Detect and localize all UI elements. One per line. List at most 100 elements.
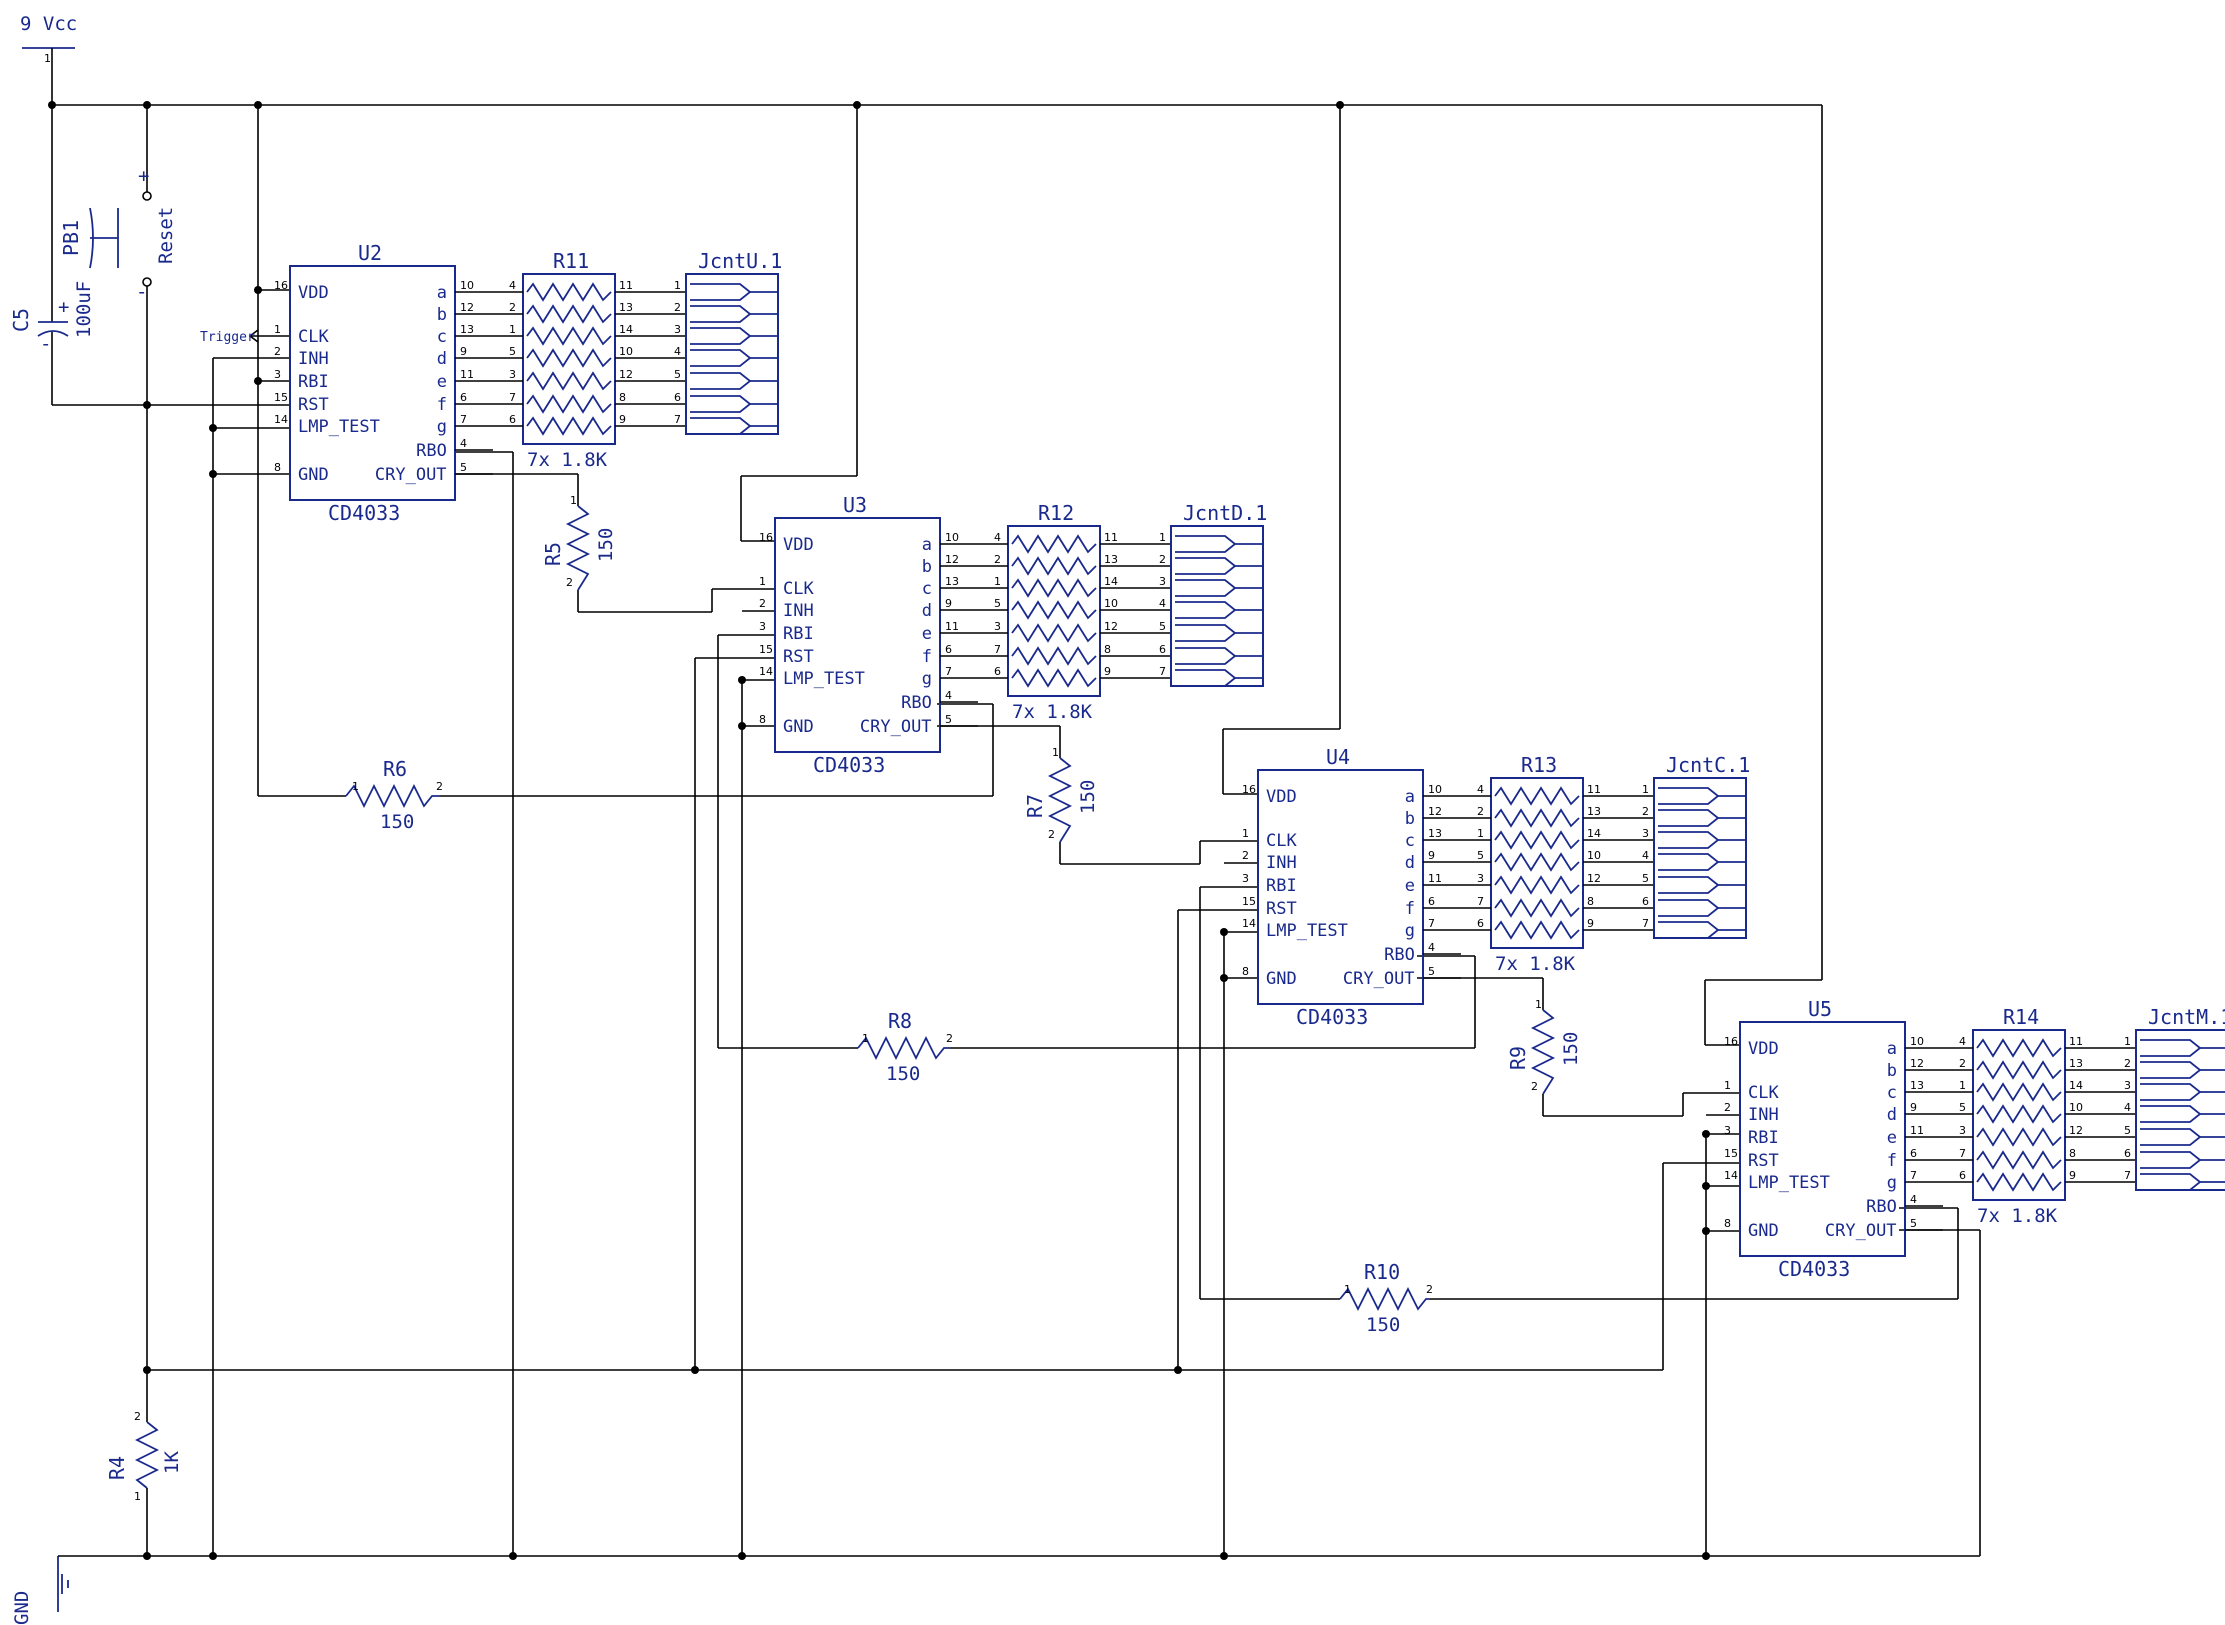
connector-pin-number: 1 (1159, 531, 1166, 544)
chip-pin-number: 10 (1910, 1035, 1924, 1048)
connector-pin (690, 349, 752, 367)
r10-value: 150 (1366, 1314, 1400, 1336)
array-ref: R11 (553, 249, 589, 273)
array-pin-number: 5 (1477, 849, 1484, 862)
chip-pin-number: 16 (1242, 783, 1256, 796)
r10-ref: R10 (1364, 1260, 1400, 1284)
chip-pin-number: 2 (1724, 1101, 1731, 1114)
chip-pin-name: f (437, 395, 447, 415)
chip-part-label: CD4033 (1778, 1257, 1850, 1281)
chip-pin-name: RBO (416, 441, 447, 461)
array-element (1976, 1060, 2062, 1080)
connector-pin-number: 1 (674, 279, 681, 292)
connector-pin (690, 305, 752, 323)
chip-pin-number: 1 (759, 575, 766, 588)
chip-pin-number: 6 (1428, 895, 1435, 908)
chip-pin-number: 16 (759, 531, 773, 544)
chip-pin-name: c (922, 579, 932, 599)
resistor-r4: 2 1 R4 1K (105, 1366, 183, 1560)
chip-pin-number: 13 (1428, 827, 1442, 840)
connector-pin-number: 5 (2124, 1124, 2131, 1137)
svg-text:2: 2 (134, 1410, 141, 1423)
array-pin-number: 8 (1587, 895, 1594, 908)
chip-pin-name: GND (783, 717, 814, 737)
trigger-input: Trigger (200, 329, 290, 428)
array-element (1011, 578, 1097, 598)
r9-value: 150 (1560, 1032, 1582, 1066)
array-pin-number: 1 (994, 575, 1001, 588)
chip-ref: U2 (358, 241, 382, 265)
connector-pin (1175, 647, 1237, 665)
chip-pin-name: d (1405, 853, 1415, 873)
chip-pin-name: b (1887, 1061, 1897, 1081)
connector-ref: JcntM.1 (2148, 1005, 2225, 1029)
connector-pin-number: 5 (1642, 872, 1649, 885)
chip-pin-number: 11 (1428, 872, 1442, 885)
vcc-rail (48, 101, 1822, 109)
chip-pin-number: 14 (1242, 917, 1256, 930)
stage-hundreds: U4CD4033VDD16CLK1INH2RBI3RST15LMP_TEST14… (1242, 745, 1750, 1029)
array-pin-number: 13 (2069, 1057, 2083, 1070)
chip-pin-name: d (922, 601, 932, 621)
connector-pin (1175, 557, 1237, 575)
array-pin-number: 5 (994, 597, 1001, 610)
chip-pin-number: 7 (945, 665, 952, 678)
connector-pin-number: 2 (1642, 805, 1649, 818)
chip-pin-name: RBO (901, 693, 932, 713)
connector-pin-number: 4 (1159, 597, 1166, 610)
chip-pin-name: RST (783, 647, 814, 667)
array-pin-number: 9 (1587, 917, 1594, 930)
connector-pin (2140, 1105, 2202, 1123)
connector-pin-number: 7 (674, 413, 681, 426)
array-pin-number: 9 (1104, 665, 1111, 678)
connector-pin-number: 7 (1159, 665, 1166, 678)
array-pin-number: 3 (1959, 1124, 1966, 1137)
array-pin-number: 6 (1477, 917, 1484, 930)
chip-pin-name: e (922, 624, 932, 644)
resistor-r6: 1 2 R6 150 (345, 757, 443, 833)
array-value: 7x 1.8K (527, 449, 608, 471)
array-element (1011, 646, 1097, 666)
chip-pin-number: 1 (274, 323, 281, 336)
chip-pin-name: CRY_OUT (1825, 1221, 1897, 1241)
array-pin-number: 3 (1477, 872, 1484, 885)
array-element (1976, 1150, 2062, 1170)
array-element (1976, 1172, 2062, 1192)
chip-pin-number: 9 (1910, 1101, 1917, 1114)
vcc-symbol: 9 Vcc 1 (20, 13, 77, 105)
array-value: 7x 1.8K (1012, 701, 1093, 723)
c5-plus: + (58, 296, 69, 318)
chip-pin-number: 2 (1242, 849, 1249, 862)
r4-value: 1K (161, 1451, 183, 1474)
connector-pin (1658, 809, 1720, 827)
connector-ref: JcntD.1 (1183, 501, 1267, 525)
r8-ref: R8 (888, 1009, 912, 1033)
chip-pin-name: CRY_OUT (1343, 969, 1415, 989)
chip-pin-number: 5 (460, 461, 467, 474)
array-pin-number: 10 (619, 345, 633, 358)
chip-pin-name: CRY_OUT (860, 717, 932, 737)
svg-text:2: 2 (946, 1032, 953, 1045)
chip-pin-name: f (1887, 1151, 1897, 1171)
chip-pin-number: 3 (1242, 872, 1249, 885)
connector-pin (1658, 876, 1720, 894)
chip-pin-number: 5 (945, 713, 952, 726)
array-pin-number: 13 (1104, 553, 1118, 566)
array-pin-number: 7 (509, 391, 516, 404)
counter-chip: U2CD4033VDD16CLK1INH2RBI3RST15LMP_TEST14… (274, 241, 493, 525)
array-pin-number: 6 (509, 413, 516, 426)
array-pin-number: 6 (994, 665, 1001, 678)
connector-pin (1658, 853, 1720, 871)
counter-chip: U4CD4033VDD16CLK1INH2RBI3RST15LMP_TEST14… (1242, 745, 1461, 1029)
chip-pin-number: 8 (1724, 1217, 1731, 1230)
chip-pin-number: 4 (460, 437, 467, 450)
array-element (1011, 556, 1097, 576)
chip-pin-name: f (922, 647, 932, 667)
r9-ref: R9 (1506, 1046, 1530, 1070)
